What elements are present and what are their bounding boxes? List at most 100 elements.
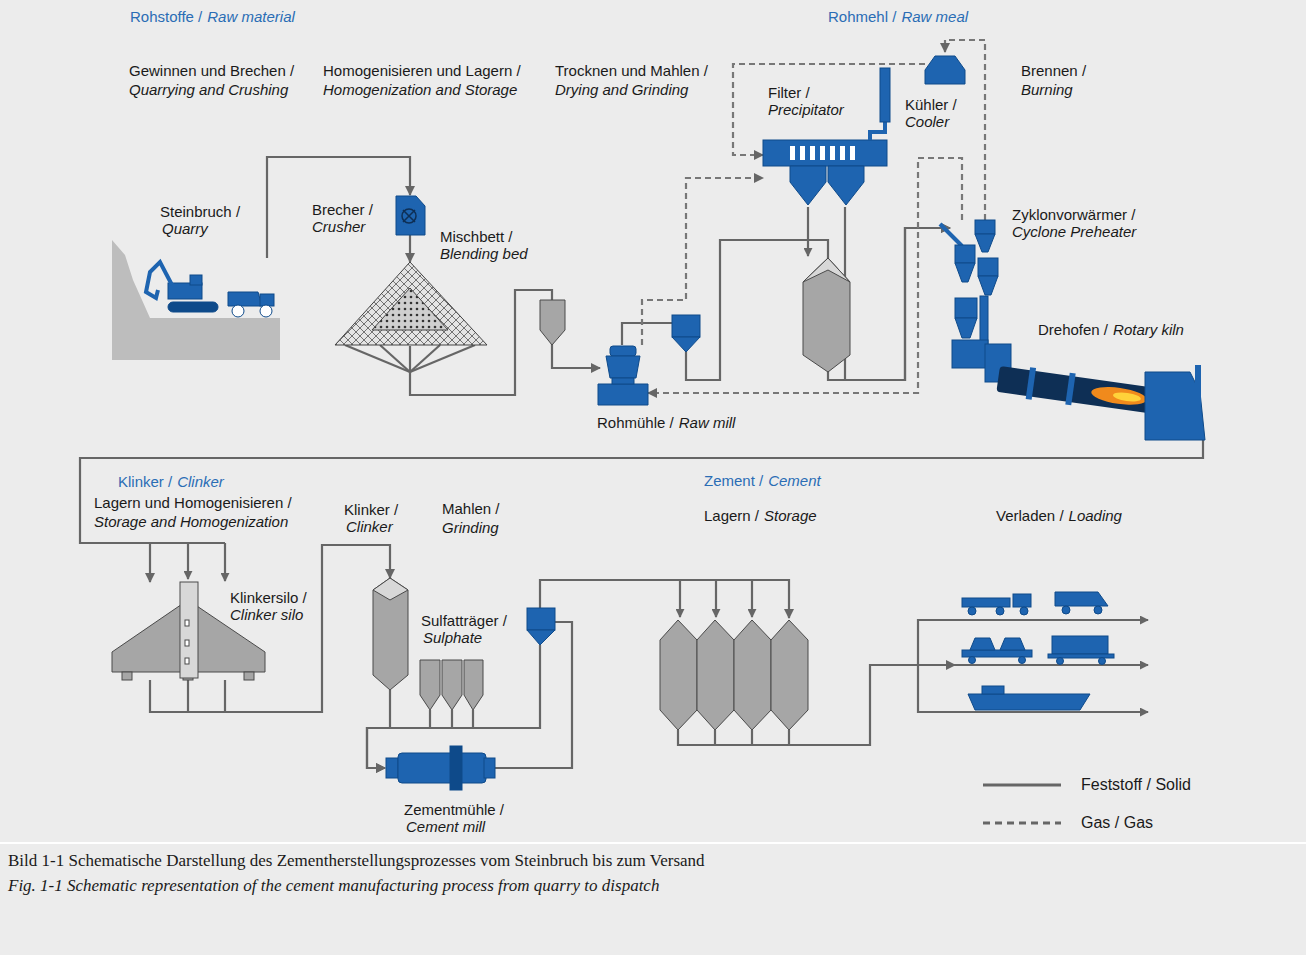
cement-mill (386, 746, 495, 790)
vehicles (1013, 594, 1031, 607)
section-heading: Raw material (207, 8, 295, 26)
cyclone-preheater (955, 245, 975, 263)
cyclone-preheater (975, 234, 995, 252)
precipitator (790, 166, 826, 205)
cooler (925, 56, 965, 84)
cement-separator (527, 630, 555, 645)
solid-flow (80, 440, 1203, 582)
stage-heading: Grinding (442, 519, 499, 537)
static-flow (751, 580, 753, 617)
cement-mill (386, 758, 398, 778)
cyclone-preheater (952, 340, 988, 368)
sulphate-bins (420, 660, 440, 710)
german-name: Lagern / (704, 507, 759, 525)
cement-mill (450, 746, 462, 790)
cement-separator (527, 608, 555, 630)
precipitator (810, 146, 815, 160)
cement-silos (697, 620, 734, 730)
vehicles (962, 592, 1114, 710)
equipment-node: Klinkersilo /Clinker silo (112, 582, 267, 680)
rotary-kiln (1113, 391, 1142, 403)
stage-heading: Mahlen / (442, 500, 500, 518)
cyclone-preheater (955, 318, 977, 338)
static-flow (345, 345, 410, 372)
equipment-node: Drehofen /Rotary kiln (990, 355, 1210, 440)
section-heading: Raw meal (901, 8, 968, 26)
raw-separator (672, 337, 700, 352)
equipment-node: Klinker /Clinker (373, 578, 408, 690)
static-flow (224, 543, 226, 581)
vehicles (1099, 658, 1106, 665)
clinker-storage-silo (122, 672, 132, 680)
precipitator (800, 146, 805, 160)
cement-silos (660, 620, 808, 730)
vehicles (969, 657, 976, 664)
static-flow (150, 680, 225, 712)
cement-mill (398, 753, 486, 783)
vehicles (970, 638, 995, 650)
raw-meal-silo (803, 258, 850, 372)
static-flow (918, 665, 1148, 712)
feed-hopper (540, 300, 565, 345)
precipitator (880, 68, 890, 122)
equipment-node: Brecher /Crusher (395, 195, 425, 235)
cyclone-preheater (955, 263, 975, 282)
static-flow (452, 645, 540, 728)
static-flow (679, 580, 681, 617)
german-name: Klinker / (344, 501, 398, 519)
static-flow (715, 580, 717, 617)
rotary-kiln (985, 344, 1205, 440)
precipitator (840, 146, 845, 160)
vehicles (1048, 654, 1114, 658)
static-flow (187, 680, 189, 712)
dump-truck (260, 305, 272, 317)
english-name: Precipitator (768, 101, 844, 119)
static-flow (751, 730, 753, 745)
vehicles (1052, 636, 1108, 654)
solid-flow (789, 665, 955, 745)
section-heading: Cement (768, 472, 821, 490)
solid-flow (845, 207, 950, 380)
vehicles (1000, 638, 1025, 650)
vehicles (1019, 657, 1026, 664)
english-name: Raw mill (679, 414, 736, 432)
section-heading: Klinker / (118, 473, 172, 491)
cement-silos (734, 620, 771, 730)
legend-text: Gas / Gas (1081, 814, 1153, 832)
vehicles (982, 686, 1004, 694)
legend-line (983, 784, 1061, 787)
static-flow (807, 207, 809, 256)
solid-flow (495, 580, 789, 768)
vehicles (1094, 606, 1102, 614)
clinker-storage-silo (180, 582, 198, 678)
blending-bed (335, 262, 487, 345)
precipitator (828, 166, 864, 205)
english-name: Cooler (905, 113, 949, 131)
stage-heading: Storage and Homogenization (94, 513, 288, 531)
blending-bed (372, 288, 448, 330)
section-heading: Zement / (704, 472, 763, 490)
rotary-kiln (1065, 373, 1075, 406)
blending-bed (335, 262, 487, 345)
cyclone-preheater (978, 258, 998, 276)
raw-mill (606, 356, 640, 378)
stage-heading: Trocknen und Mahlen / (555, 62, 708, 80)
cement-mill (484, 758, 495, 778)
legend-sample (983, 817, 1063, 829)
figure-caption: Fig. 1-1 Schematic representation of the… (8, 876, 659, 896)
english-name: Sulphate (423, 629, 482, 647)
equipment-node: Mischbett /Blending bed (335, 262, 487, 346)
excavator (146, 262, 172, 298)
equipment-node: Verladen /Loading (955, 588, 1150, 713)
static-flow (150, 207, 1148, 745)
german-name: Drehofen / (1038, 321, 1108, 339)
stage-heading: Brennen / (1021, 62, 1086, 80)
precipitator (790, 146, 795, 160)
vehicles (1062, 606, 1070, 614)
equipment-node: Zementmühle /Cement mill (385, 748, 495, 788)
stage-heading: Burning (1021, 81, 1073, 99)
raw-mill (598, 346, 648, 405)
equipment-node: Rohmühle /Raw mill (600, 345, 648, 405)
section-heading: Clinker (177, 473, 224, 491)
crusher (402, 209, 416, 223)
